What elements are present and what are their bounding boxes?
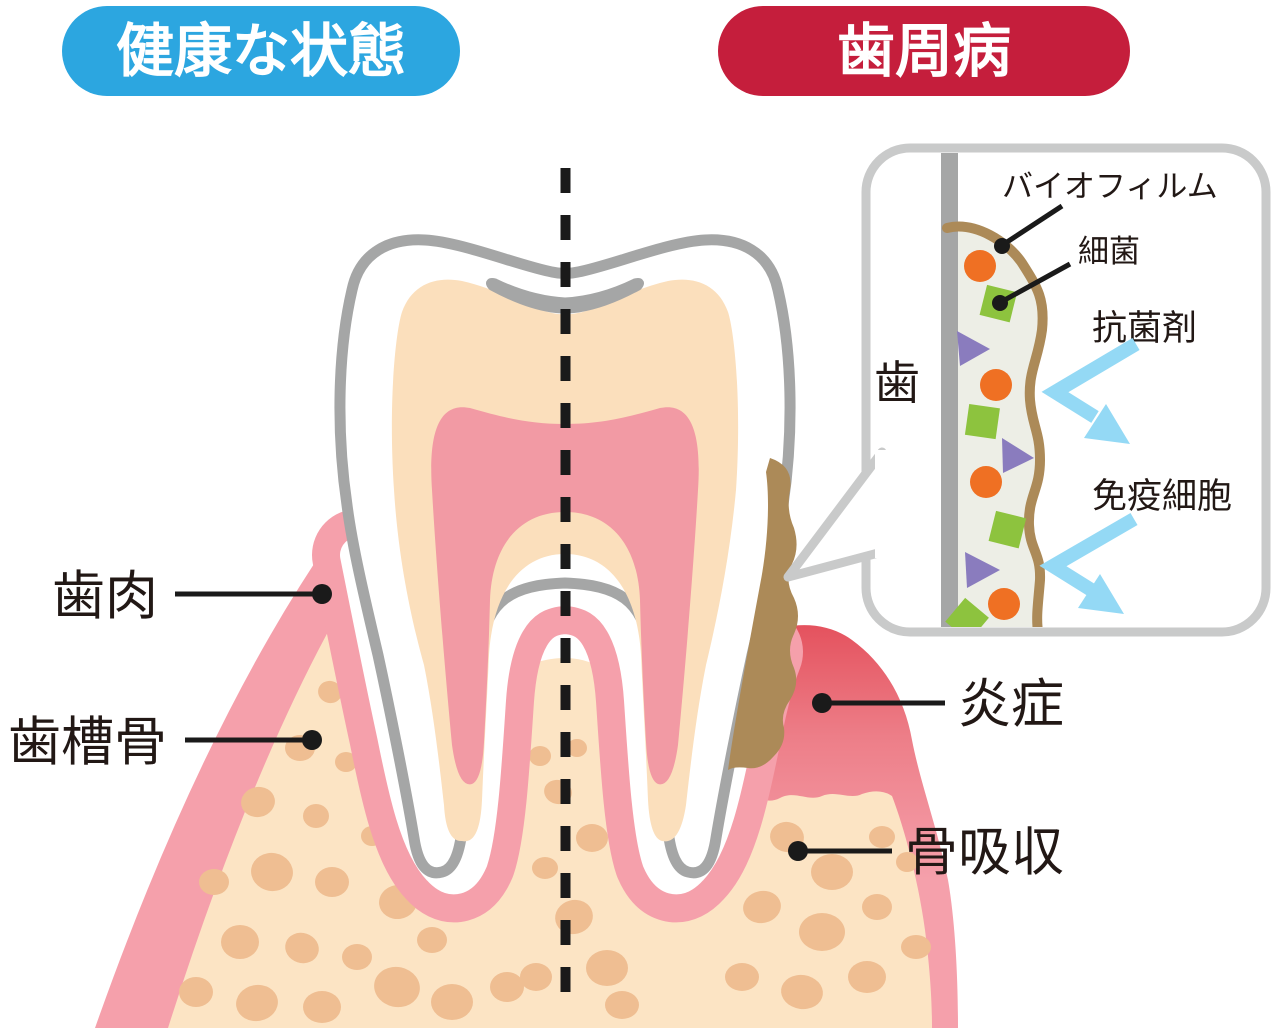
biofilm-label-group: バイオフィルム (994, 169, 1218, 254)
bacteria-label: 細菌 (1078, 234, 1140, 269)
inflammation-label-group: 炎症 (812, 675, 1064, 734)
bacteria-pointer-dot (992, 295, 1008, 311)
antibacterial-group: 抗菌剤 (1041, 309, 1197, 444)
healthy-state-badge-label: 健康な状態 (116, 19, 406, 84)
bacterium-circle (988, 588, 1020, 620)
tooth-surface-bar (941, 153, 958, 627)
biofilm-pointer-line (1002, 203, 1064, 247)
tartar-deposit (728, 458, 798, 770)
bacterium-square (945, 597, 989, 627)
immune-cells-arrow-icon (1039, 512, 1138, 614)
healthy-state-badge: 健康な状態 (62, 6, 460, 96)
bacterium-circle (970, 466, 1002, 498)
pulp (431, 407, 699, 785)
inflammation-label: 炎症 (958, 675, 1064, 734)
bacteria-pointer-line (999, 261, 1072, 305)
bacterium-triangle (965, 552, 1000, 588)
biofilm-callout: 歯 バイオフィルム 細菌 抗菌剤 免疫細胞 (783, 143, 1271, 637)
biofilm-pointer-dot (994, 238, 1010, 254)
periodontal-disease-badge-label: 歯周病 (837, 19, 1011, 84)
callout-tail (783, 447, 887, 582)
bacterium-square (964, 404, 1000, 440)
bacterium-circle (964, 250, 996, 282)
gingiva-label-group: 歯肉 (52, 567, 332, 626)
immune-cells-label: 免疫細胞 (1092, 477, 1232, 516)
gingiva-pointer-dot (312, 584, 332, 604)
bone-trabeculae (179, 634, 931, 1023)
occlusal-fissure-icon (486, 277, 644, 314)
alveolar-bone-pointer-dot (302, 730, 322, 750)
bacterium-circle (980, 369, 1012, 401)
gingiva-label: 歯肉 (52, 567, 158, 626)
alveolar-bone-label: 歯槽骨 (8, 713, 167, 772)
antibacterial-label: 抗菌剤 (1092, 309, 1197, 348)
biofilm-border (942, 221, 1048, 627)
tooth-cross-section (95, 168, 958, 1028)
alveolar-bone-label-group: 歯槽骨 (8, 713, 322, 772)
bacterium-triangle (1002, 438, 1034, 473)
bacterium-triangle (957, 331, 990, 366)
immune-cells-group: 免疫細胞 (1039, 477, 1232, 614)
periodontal-disease-badge: 歯周病 (718, 6, 1130, 96)
biofilm-label: バイオフィルム (1002, 169, 1218, 204)
bone-resorption-label: 骨吸収 (905, 823, 1064, 882)
inset-tooth-label: 歯 (874, 357, 920, 409)
antibacterial-arrow-icon (1041, 337, 1140, 444)
bone-resorption-label-group: 骨吸収 (788, 823, 1064, 882)
bacterium-square (988, 510, 1027, 549)
bacteria-label-group: 細菌 (992, 234, 1140, 311)
